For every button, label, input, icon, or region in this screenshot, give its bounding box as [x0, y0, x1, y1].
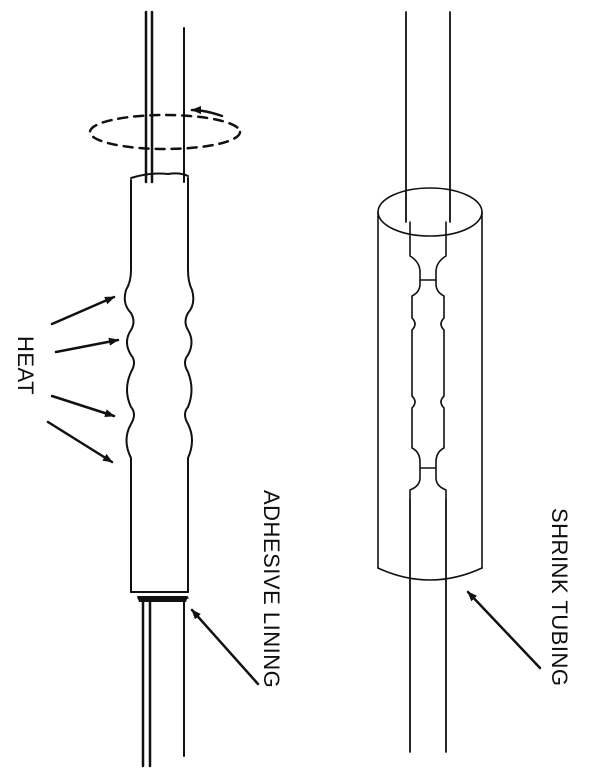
adhesive-lining-leader	[190, 608, 260, 686]
left-wire-top	[144, 10, 185, 184]
adhesive-lining-bead	[137, 596, 189, 602]
shrink-tubing-leader	[466, 590, 542, 670]
heat-arrows	[46, 295, 120, 464]
shrink-tubing-sleeve	[377, 187, 483, 581]
right-wire-bottom	[409, 499, 447, 753]
rotation-arrow	[88, 106, 242, 151]
adhesive-lining-label: ADHESIVE LINING	[259, 490, 284, 688]
heat-label: HEAT	[13, 336, 38, 395]
shrink-tubing-label: SHRINK TUBING	[547, 508, 572, 686]
right-conductor-splice	[409, 221, 447, 501]
right-wire-top	[405, 11, 451, 223]
left-wire-bottom	[141, 598, 185, 768]
shrunk-tubing	[123, 172, 195, 593]
